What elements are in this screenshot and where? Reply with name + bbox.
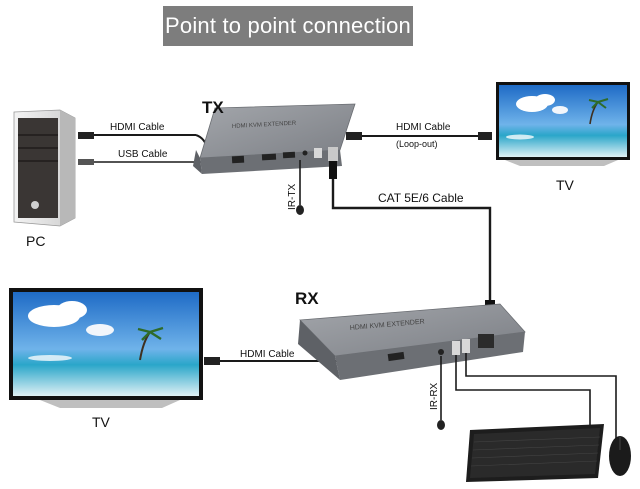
tx-device: HDMI KVM EXTENDER	[193, 103, 356, 174]
pc-usb-cable	[78, 159, 208, 165]
pc-hdmi-cable	[78, 132, 209, 151]
tv-top	[496, 82, 630, 166]
tx-label: TX	[202, 98, 224, 117]
tx-device-text: HDMI KVM EXTENDER	[232, 121, 297, 130]
loop-out-hdmi-cable	[346, 132, 492, 140]
rx-device: HDMI KVM EXTENDER	[298, 303, 526, 380]
tv-bottom	[9, 288, 203, 408]
pc-usb-cable-label: USB Cable	[118, 149, 168, 160]
ir-rx-cable	[437, 356, 445, 430]
ir-tx-cable	[296, 160, 304, 215]
pc-tower	[13, 109, 76, 227]
tv-bottom-label: TV	[92, 414, 111, 430]
loop-out-cable-label: HDMI Cable	[396, 122, 451, 133]
tv-top-label: TV	[556, 177, 575, 193]
keyboard	[466, 424, 604, 482]
pc-label: PC	[26, 233, 45, 249]
rx-label: RX	[295, 289, 319, 308]
ir-rx-label: IR-RX	[429, 382, 440, 410]
diagram-title-banner: Point to point connection	[163, 6, 413, 46]
loop-out-label: (Loop-out)	[396, 139, 438, 149]
ir-tx-label: IR-TX	[287, 184, 298, 210]
mouse	[609, 436, 631, 476]
pc-hdmi-cable-label: HDMI Cable	[110, 122, 165, 133]
keyboard-cable	[455, 355, 591, 425]
cat-cable-label: CAT 5E/6 Cable	[378, 191, 464, 205]
rx-hdmi-cable-label: HDMI Cable	[240, 349, 295, 360]
cat-cable	[328, 147, 495, 330]
mouse-cable	[465, 353, 617, 440]
